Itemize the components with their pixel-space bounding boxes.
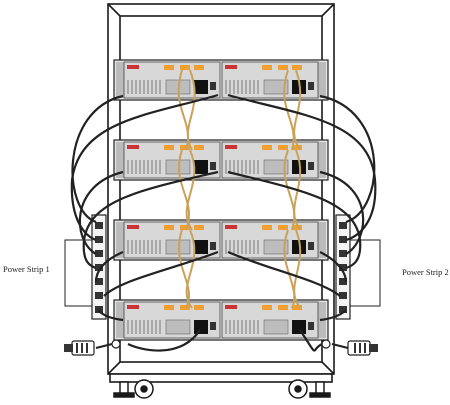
controller-shelf-3	[113, 219, 329, 261]
power-outlet-icon	[292, 320, 306, 334]
rack-frame	[107, 3, 335, 383]
power-outlet-icon	[194, 80, 208, 94]
power-strip-2-callout: Power Strip 2	[350, 239, 449, 307]
chassis-stack	[113, 59, 329, 341]
power-strip-2-label: Power Strip 2	[402, 267, 449, 277]
controller-module	[123, 221, 221, 259]
sas-cables	[177, 69, 302, 309]
power-outlet-icon	[194, 240, 208, 254]
caster-wheel-icon	[113, 379, 331, 399]
power-plug-icon	[321, 339, 378, 356]
power-outlet-icon	[194, 160, 208, 174]
controller-module	[221, 141, 319, 179]
controller-module	[221, 221, 319, 259]
power-outlet-icon	[194, 320, 208, 334]
controller-module	[221, 301, 319, 339]
controller-module	[221, 61, 319, 99]
power-plug-icon	[64, 339, 121, 356]
controller-shelf-2	[113, 139, 329, 181]
power-strip-1-label: Power Strip 1	[3, 264, 50, 274]
power-outlet-icon	[292, 240, 306, 254]
controller-shelf-4	[113, 299, 329, 341]
power-strip-1-callout: Power Strip 1	[3, 239, 92, 307]
power-cables	[70, 93, 377, 352]
power-outlet-icon	[292, 160, 306, 174]
controller-shelf-1	[113, 59, 329, 101]
controller-module	[123, 61, 221, 99]
controller-module	[123, 301, 221, 339]
controller-module	[123, 141, 221, 179]
